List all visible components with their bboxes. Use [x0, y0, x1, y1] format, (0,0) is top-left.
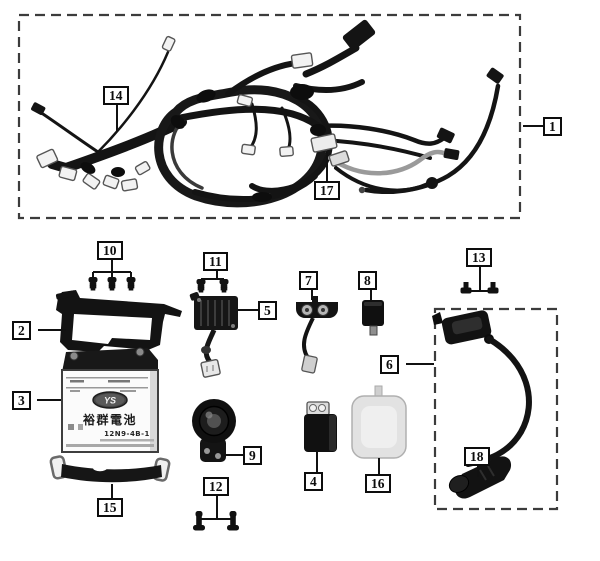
- callout-17: 17: [314, 181, 340, 200]
- ignition-coil-illustration: [432, 310, 532, 499]
- battery-logo-text: YS: [104, 396, 116, 406]
- callout-10: 10: [97, 241, 123, 260]
- battery-strap-illustration: [49, 455, 171, 483]
- wiring-harness-illustration: [31, 19, 504, 208]
- switch-part-illustration: [296, 296, 338, 374]
- callout-8: 8: [358, 271, 377, 290]
- callout-4: 4: [304, 472, 323, 491]
- bolt-set-10-icon: [88, 260, 136, 291]
- callout-11: 11: [203, 252, 228, 271]
- flasher-relay-illustration: [362, 300, 384, 336]
- horn-illustration: [192, 399, 236, 462]
- callout-2: 2: [12, 321, 31, 340]
- cdi-unit-illustration: [304, 401, 337, 452]
- callout-16: 16: [365, 474, 391, 493]
- ignition-coil-boundary-box: [433, 307, 559, 511]
- callout-13: 13: [466, 248, 492, 267]
- bolt-set-13-icon: [460, 266, 499, 294]
- callout-5: 5: [258, 301, 277, 320]
- callout-14: 14: [103, 86, 129, 105]
- callout-7: 7: [299, 271, 318, 290]
- callout-9: 9: [243, 446, 262, 465]
- bolt-set-11-icon: [196, 271, 229, 293]
- battery-brand-text: 裕群電池: [82, 412, 137, 427]
- battery-bracket-illustration: [55, 290, 182, 352]
- bolt-set-12-icon: [193, 494, 239, 531]
- battery-model-text: 12N9-4B-1: [104, 430, 150, 438]
- cover-part-illustration: [351, 385, 407, 459]
- callout-18: 18: [464, 447, 490, 466]
- callout-15: 15: [97, 498, 123, 517]
- regulator-illustration: [189, 292, 238, 378]
- callout-12: 12: [203, 477, 229, 496]
- callout-1: 1: [543, 117, 562, 136]
- battery-illustration: YS 裕群電池 12N9-4B-1: [61, 347, 159, 453]
- callout-6: 6: [380, 355, 399, 374]
- callout-3: 3: [12, 391, 31, 410]
- leader-lines: [37, 104, 543, 498]
